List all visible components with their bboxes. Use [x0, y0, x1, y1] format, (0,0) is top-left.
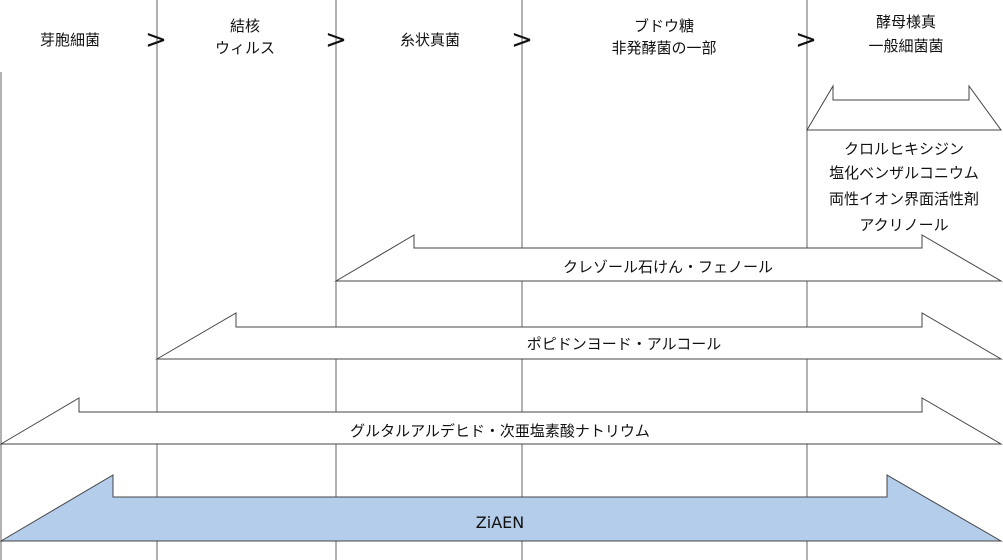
column-label-2-line-1: 結核: [230, 17, 260, 35]
cresol-phenol-arrow: [334, 234, 1003, 282]
chevron-separators: > > > >: [145, 25, 817, 55]
column-label-2-line-2: ウィルス: [215, 39, 275, 57]
agent-label-3: 両性イオン界面活性剤: [829, 190, 979, 208]
column-headers: 芽胞細菌 結核 ウィルス 糸状真菌 ブドウ糖 非発酵菌の一部 酵母様真 一般細菌…: [40, 13, 944, 57]
cresol-phenol-label: クレゾール石けん・フェノール: [563, 258, 773, 276]
top-bracket-arrow: [806, 84, 1002, 131]
agent-label-2: 塩化ベンザルコニウム: [829, 164, 979, 182]
povidone-alcohol-arrow: [155, 312, 1003, 360]
chevron-right-icon-2: >: [325, 25, 347, 55]
column-label-5-line-2: 一般細菌菌: [868, 37, 943, 55]
ziaen-label: ZiAEN: [476, 513, 524, 532]
agent-label-1: クロルヒキシジン: [844, 140, 964, 158]
ziaen-arrow: [0, 474, 1003, 542]
column-label-5-line-1: 酵母様真: [876, 13, 936, 31]
agent-label-4: アクリノール: [859, 216, 948, 234]
glutaral-hypochlorite-arrow: [0, 397, 1003, 445]
chevron-right-icon-1: >: [145, 25, 167, 55]
povidone-alcohol-label: ポピドンヨード・アルコール: [527, 335, 722, 353]
column-label-1: 芽胞細菌: [40, 31, 100, 49]
chevron-right-icon-3: >: [511, 25, 533, 55]
glutaral-hypochlorite-label: グルタルアルデヒド・次亜塩素酸ナトリウム: [350, 422, 650, 440]
top-bracket-agents: クロルヒキシジン 塩化ベンザルコニウム 両性イオン界面活性剤 アクリノール: [829, 140, 979, 234]
column-label-4-line-1: ブドウ糖: [634, 17, 694, 35]
column-label-3: 糸状真菌: [400, 31, 460, 49]
column-label-4-line-2: 非発酵菌の一部: [611, 39, 716, 57]
chevron-right-icon-4: >: [795, 25, 817, 55]
